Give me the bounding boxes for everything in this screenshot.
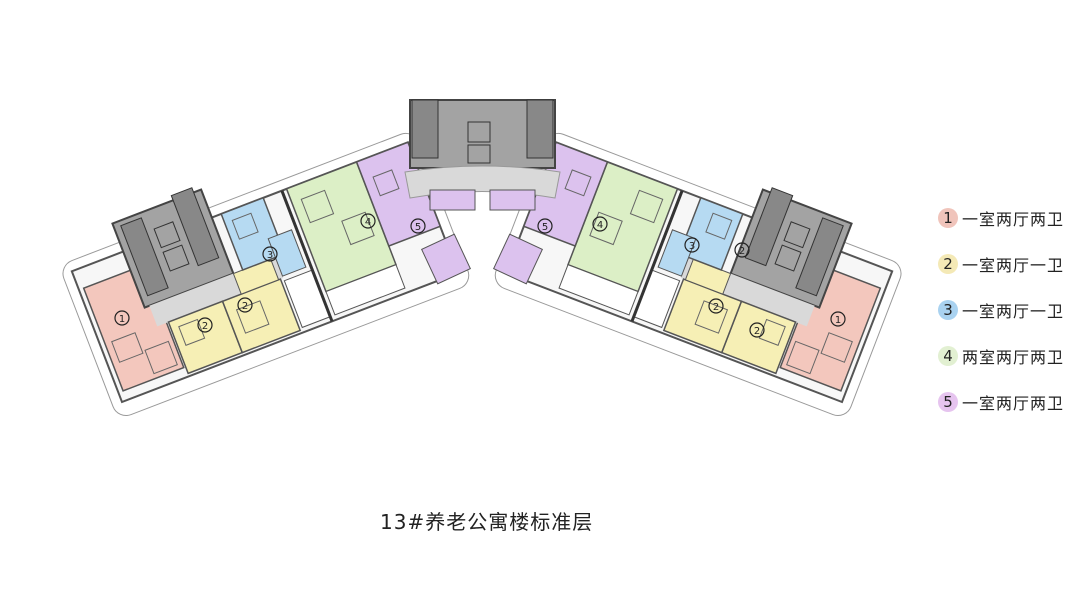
unit-marker-circle (708, 298, 724, 314)
unit-marker-circle (262, 246, 278, 262)
unit-marker-circle (360, 213, 376, 229)
unit-markers: 1 2 2 3 4 5 5 4 3 2 2 2 1 (114, 213, 846, 338)
unit-marker-label: 1 (835, 315, 841, 326)
legend-marker: 1 (938, 207, 958, 228)
unit-marker-circle (114, 310, 130, 326)
legend-marker: 5 (938, 391, 958, 412)
legend-item: 5 一室两厅两卫 (938, 390, 1064, 413)
legend-marker: 4 (938, 345, 958, 366)
unit-marker-circle (734, 242, 750, 258)
unit-marker-label: 2 (739, 246, 745, 257)
unit-marker-label: 5 (542, 222, 548, 233)
legend-label: 一室两厅一卫 (962, 301, 1065, 321)
unit-marker-circle (410, 218, 426, 234)
unit-marker-circle (537, 218, 553, 234)
unit-marker-circle (592, 216, 608, 232)
unit-marker-label: 3 (689, 241, 695, 252)
legend-item: 2 一室两厅一卫 (938, 252, 1064, 275)
unit-marker-label: 5 (415, 222, 421, 233)
central-core (404, 99, 561, 285)
legend-marker: 2 (938, 253, 958, 274)
legend-item: 1 一室两厅两卫 (938, 206, 1064, 229)
unit-marker-label: 2 (202, 321, 208, 332)
unit-marker-label: 2 (754, 326, 760, 337)
legend-item: 4 两室两厅两卫 (938, 344, 1064, 367)
legend-label: 一室两厅两卫 (962, 209, 1065, 229)
unit-marker-label: 1 (119, 314, 125, 325)
legend-label: 一室两厅两卫 (962, 393, 1065, 413)
unit-marker-circle (749, 322, 765, 338)
unit-marker-label: 3 (267, 250, 273, 261)
legend-marker: 3 (938, 299, 958, 320)
plan-title: 13#养老公寓楼标准层 (380, 510, 594, 534)
legend-label: 一室两厅一卫 (962, 255, 1065, 275)
unit-marker-label: 2 (713, 302, 719, 313)
legend-item: 3 一室两厅一卫 (938, 298, 1064, 321)
unit-marker-label: 2 (242, 301, 248, 312)
unit-marker-circle (197, 317, 213, 333)
unit-marker-circle (830, 311, 846, 327)
unit-marker-circle (684, 237, 700, 253)
legend-label: 两室两厅两卫 (962, 347, 1065, 367)
unit-marker-label: 4 (597, 220, 603, 231)
unit-marker-label: 4 (365, 217, 371, 228)
unit-marker-circle (237, 297, 253, 313)
legend: 1 一室两厅两卫 2 一室两厅一卫 3 一室两厅一卫 4 两室两厅两卫 5 一室… (938, 206, 1064, 436)
